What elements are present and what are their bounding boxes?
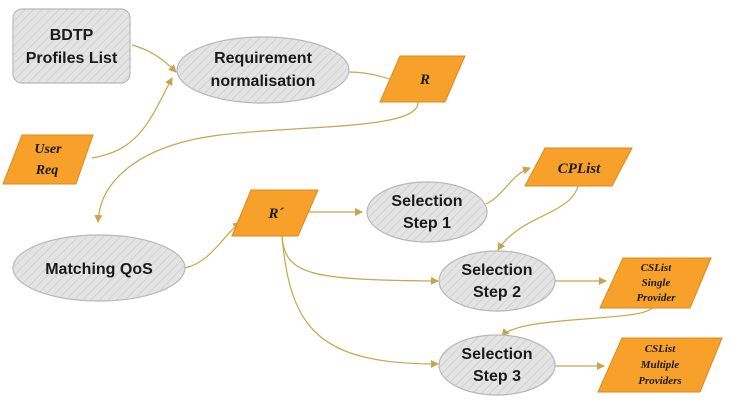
- requirement-normalisation-line1: Requirement: [214, 50, 312, 67]
- edge-bdtp-to-requirement: [131, 44, 177, 73]
- r-node: R: [379, 55, 466, 103]
- selection-step-1-line2: Step 1: [403, 215, 451, 232]
- selection-step-1-line1: Selection: [391, 193, 462, 210]
- edge-step1-to-cplist: [485, 166, 531, 205]
- selection-step-1-node: Selection Step 1: [366, 181, 488, 243]
- selection-step-2-node: Selection Step 2: [438, 250, 556, 312]
- edge-cplist-to-step2: [497, 185, 579, 251]
- selection-step-3-line1: Selection: [461, 346, 532, 363]
- matching-qos-label: Matching QoS: [45, 261, 153, 278]
- r-label: R: [419, 72, 430, 88]
- cslist-single-line2: Single: [642, 277, 671, 289]
- cslist-single-line1: CSList: [641, 262, 673, 274]
- requirement-normalisation-node: Requirement normalisation: [176, 36, 350, 104]
- selection-step-2-line1: Selection: [461, 262, 532, 279]
- selection-step-2-line2: Step 2: [473, 284, 521, 301]
- bdtp-profiles-list-line2: Profiles List: [26, 50, 118, 67]
- r-prime-node: R´: [231, 189, 319, 237]
- edge-rprime-to-step2: [281, 235, 439, 285]
- bdtp-profiles-list-node: BDTP Profiles List: [12, 8, 131, 84]
- cslist-single-line3: Provider: [636, 292, 676, 304]
- edge-r-to-matching: [94, 101, 419, 223]
- edge-matching-to-rprime: [184, 221, 241, 269]
- selection-step-3-line2: Step 3: [473, 368, 521, 385]
- cslist-multiple-line1: CSList: [645, 343, 677, 355]
- cplist-label: CPList: [558, 161, 601, 177]
- bdtp-profiles-list-line1: BDTP: [50, 27, 94, 44]
- cslist-single-provider-node: CSList Single Provider: [599, 257, 712, 309]
- cslist-multiple-line3: Providers: [638, 375, 681, 387]
- edge-rprime-to-step3: [281, 235, 439, 368]
- cslist-multiple-providers-node: CSList Multiple Providers: [597, 337, 723, 393]
- user-req-line1: User: [34, 142, 62, 157]
- user-req-line2: Req: [35, 163, 59, 178]
- edges: [91, 44, 653, 370]
- matching-qos-node: Matching QoS: [12, 234, 186, 302]
- r-prime-label: R´: [268, 206, 285, 222]
- selection-step-3-node: Selection Step 3: [438, 334, 556, 396]
- edge-cslist-single-to-step3: [501, 307, 653, 337]
- cplist-node: CPList: [524, 147, 633, 187]
- requirement-normalisation-line2: normalisation: [211, 73, 316, 90]
- edge-userreq-to-requirement: [91, 77, 173, 159]
- user-req-node: User Req: [2, 134, 94, 185]
- cslist-multiple-line2: Multiple: [640, 359, 680, 371]
